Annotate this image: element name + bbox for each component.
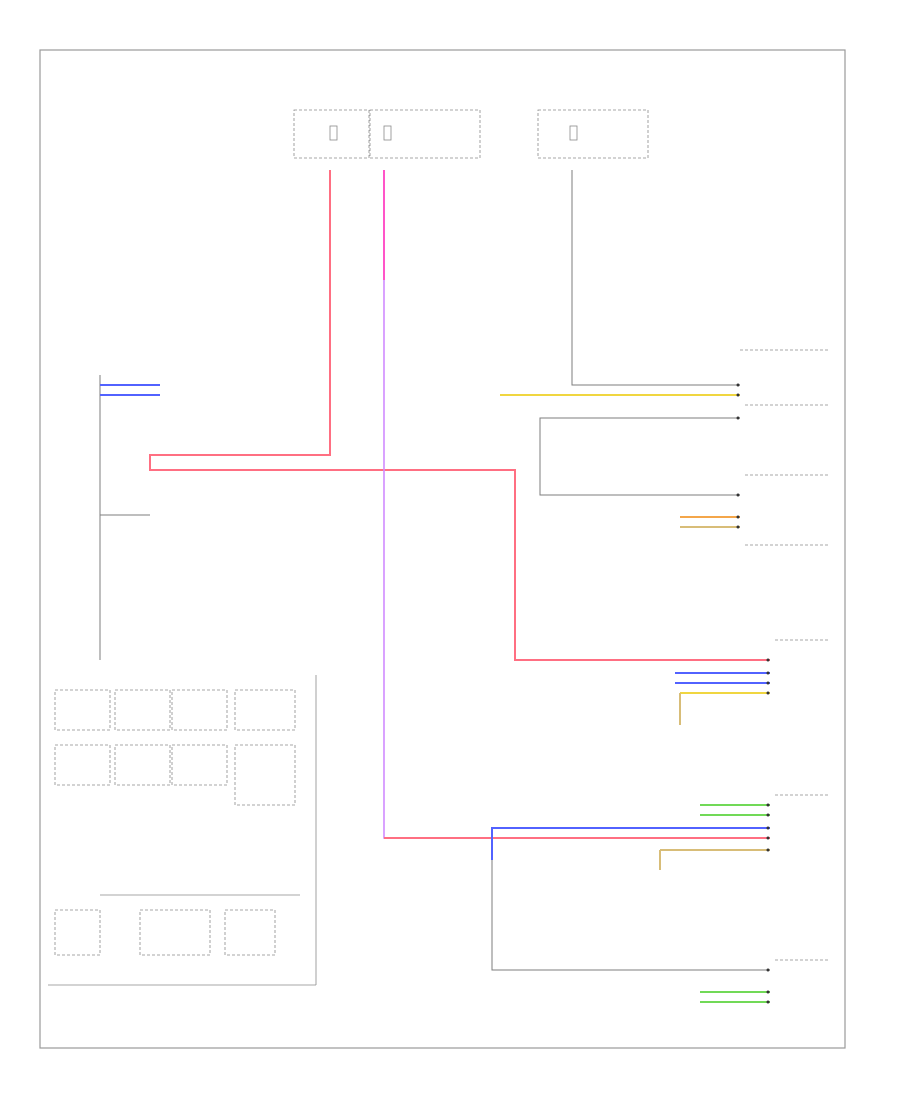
wire-purple-main <box>383 280 770 839</box>
wire-red-main <box>149 170 770 661</box>
wire-gray-fuse-right <box>571 170 740 386</box>
right-components <box>740 349 830 961</box>
fuse-box-right <box>537 109 649 159</box>
sensor-blocks <box>54 689 296 956</box>
wire-blue-bottom <box>491 827 770 860</box>
connector-pins <box>736 383 770 1004</box>
fuse-box-left <box>293 109 392 159</box>
wire-gray-loop <box>539 417 740 496</box>
left-control-unit-bracket <box>48 375 317 986</box>
diagram-frame <box>39 49 846 1049</box>
fuse-box-middle <box>369 109 481 159</box>
wire-tan-lower <box>659 849 770 870</box>
wire-gray-bottom <box>491 860 770 971</box>
